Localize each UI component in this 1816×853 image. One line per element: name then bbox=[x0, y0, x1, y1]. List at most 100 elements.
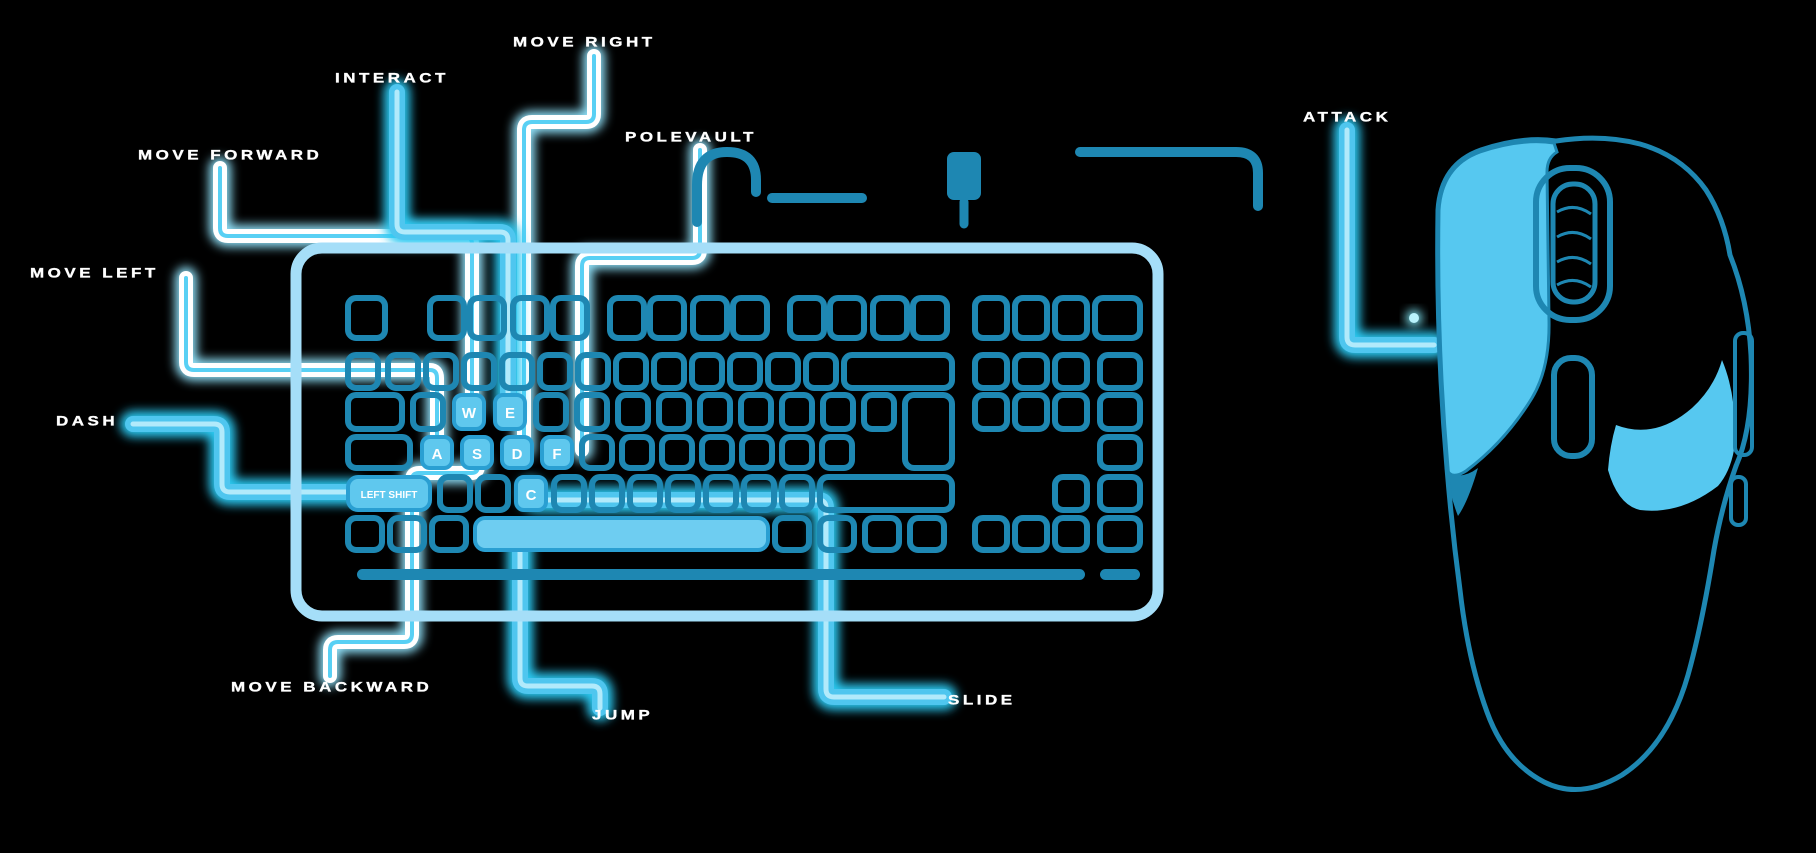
key-outline bbox=[730, 295, 770, 341]
key-outline bbox=[1052, 515, 1090, 553]
key-outline bbox=[437, 474, 473, 513]
key-spacebar bbox=[473, 516, 770, 552]
binding-label-move-left: MOVE LEFT bbox=[30, 265, 159, 281]
binding-label-attack: ATTACK bbox=[1303, 109, 1392, 125]
key-outline bbox=[689, 352, 725, 391]
key-outline bbox=[972, 295, 1010, 341]
key-outline bbox=[345, 295, 388, 341]
key-outline bbox=[475, 474, 511, 513]
key-outline bbox=[579, 434, 615, 471]
key-outline bbox=[703, 474, 739, 513]
key-outline bbox=[972, 352, 1010, 391]
key-outline bbox=[665, 474, 701, 513]
mouse-body-left-edge bbox=[1435, 137, 1559, 471]
binding-label-dash: DASH bbox=[56, 413, 119, 429]
key-outline bbox=[1097, 392, 1143, 432]
key-outline bbox=[423, 352, 459, 391]
mouse-shadow-wedge bbox=[1447, 468, 1478, 516]
key-outline bbox=[1012, 392, 1050, 432]
key-outline bbox=[910, 295, 950, 341]
mouse bbox=[1435, 135, 1754, 793]
key-outline bbox=[827, 295, 867, 341]
key-enter bbox=[902, 392, 955, 471]
key-outline bbox=[499, 352, 535, 391]
key-outline bbox=[907, 515, 947, 553]
key-outline bbox=[787, 295, 827, 341]
mouse-palm-fill bbox=[1608, 360, 1735, 511]
keyboard: W E A S D F LEFT SHIFT C bbox=[290, 242, 1164, 622]
key-outline bbox=[870, 295, 910, 341]
key-outline bbox=[841, 352, 955, 391]
key-outline bbox=[550, 295, 590, 341]
key-outline bbox=[574, 392, 610, 432]
key-left-shift: LEFT SHIFT bbox=[346, 475, 432, 512]
key-outline bbox=[1097, 515, 1143, 553]
key-outline bbox=[461, 352, 497, 391]
keyboard-accent-bar bbox=[357, 569, 1085, 580]
key-outline bbox=[779, 434, 815, 471]
key-outline bbox=[651, 352, 687, 391]
highlighted-keys: W E A S D F LEFT SHIFT C bbox=[346, 393, 770, 552]
keyboard-keys bbox=[345, 295, 1143, 553]
key-outline bbox=[1012, 515, 1050, 553]
mouse-wheel-grooves bbox=[1556, 206, 1592, 289]
binding-label-slide: SLIDE bbox=[948, 692, 1016, 708]
key-outline bbox=[1052, 295, 1090, 341]
mouse-body-bottom bbox=[1444, 463, 1739, 793]
key-outline bbox=[647, 295, 687, 341]
key-outline bbox=[345, 434, 413, 471]
line-dash bbox=[133, 424, 354, 492]
key-outline bbox=[345, 352, 381, 391]
key-outline bbox=[613, 352, 649, 391]
key-outline bbox=[589, 474, 625, 513]
key-outline bbox=[779, 474, 815, 513]
key-outline bbox=[385, 352, 421, 391]
key-outline bbox=[817, 474, 955, 513]
key-outline bbox=[429, 515, 469, 553]
key-a-label: A bbox=[432, 446, 443, 463]
key-e: E bbox=[493, 393, 527, 431]
mouse-side-rocker bbox=[1733, 331, 1754, 457]
cable-right bbox=[1075, 147, 1263, 211]
key-outline bbox=[690, 295, 730, 341]
key-outline bbox=[972, 515, 1010, 553]
key-c: C bbox=[514, 475, 548, 512]
cable-hook bbox=[692, 146, 761, 227]
key-outline bbox=[387, 515, 427, 553]
key-outline bbox=[659, 434, 695, 471]
key-outline bbox=[1097, 434, 1143, 471]
key-d-label: D bbox=[512, 446, 523, 463]
key-s: S bbox=[460, 435, 494, 470]
attack-connector-dot-core bbox=[1409, 313, 1419, 323]
key-outline bbox=[772, 515, 812, 553]
key-outline bbox=[727, 352, 763, 391]
key-outline bbox=[972, 392, 1010, 432]
key-outline bbox=[345, 515, 385, 553]
binding-label-polevault: POLEVAULT bbox=[625, 129, 757, 145]
key-outline bbox=[741, 474, 777, 513]
mouse-side-button bbox=[1729, 475, 1748, 527]
key-outline bbox=[656, 392, 692, 432]
key-outline bbox=[467, 295, 507, 341]
key-outline bbox=[551, 474, 587, 513]
binding-label-interact: INTERACT bbox=[335, 70, 449, 86]
key-w: W bbox=[452, 393, 486, 431]
key-outline bbox=[1012, 295, 1050, 341]
key-c-label: C bbox=[526, 487, 537, 504]
key-s-label: S bbox=[472, 446, 482, 463]
key-outline bbox=[510, 295, 550, 341]
key-outline bbox=[779, 392, 815, 432]
key-e-label: E bbox=[505, 405, 515, 422]
key-outline bbox=[803, 352, 839, 391]
key-outline bbox=[1012, 352, 1050, 391]
binding-label-move-right: MOVE RIGHT bbox=[513, 34, 656, 50]
key-outline bbox=[820, 392, 856, 432]
key-outline bbox=[819, 434, 855, 471]
key-outline bbox=[619, 434, 655, 471]
key-outline bbox=[1052, 392, 1090, 432]
keyboard-accent-bar-short bbox=[1100, 569, 1140, 580]
mouse-scroll-wheel bbox=[1550, 181, 1598, 305]
key-outline bbox=[861, 392, 897, 432]
